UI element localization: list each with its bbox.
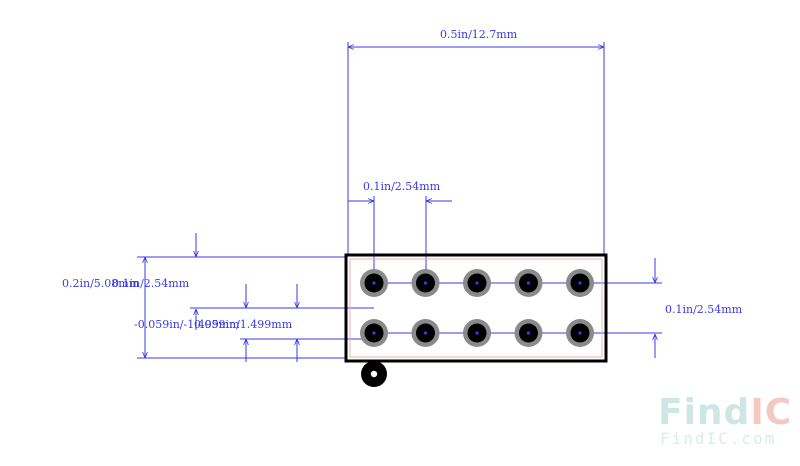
findic-watermark: FindIC FindIC.com [658,392,792,448]
pad [463,319,491,347]
pad-array [360,269,594,347]
watermark-ic: IC [750,392,792,433]
top-width-dimension [347,42,605,256]
offset-label-a: -0.059in/-1.499mm [134,318,240,331]
pitch-x-label: 0.1in/2.54mm [363,180,441,193]
left-pitch-label: 0.1in/2.54mm [112,277,190,290]
pad [360,319,388,347]
watermark-find: Find [658,392,750,433]
left-pitch-dimension [190,233,374,330]
left-height-dimension [137,256,346,359]
pad [411,319,440,347]
offset-label-b: 0.059in/1.499mm [194,318,293,331]
courtyard-outline [349,258,603,358]
pad [566,269,594,297]
top-width-label: 0.5in/12.7mm [440,28,518,41]
pad [514,319,543,347]
component-outline [344,253,608,363]
pin1-marker-icon [361,361,387,387]
pad [360,269,388,297]
pad [411,269,440,297]
pitch-x-dimension [348,196,452,282]
watermark-url: FindIC.com [660,429,776,448]
svg-text:FindIC: FindIC [658,392,792,433]
left-height-label: 0.2in/5.08mm [62,277,140,290]
pad [463,269,491,297]
right-pitch-label: 0.1in/2.54mm [665,303,743,316]
pad [566,319,594,347]
pad [514,269,543,297]
offset-dimension-a [240,284,374,362]
